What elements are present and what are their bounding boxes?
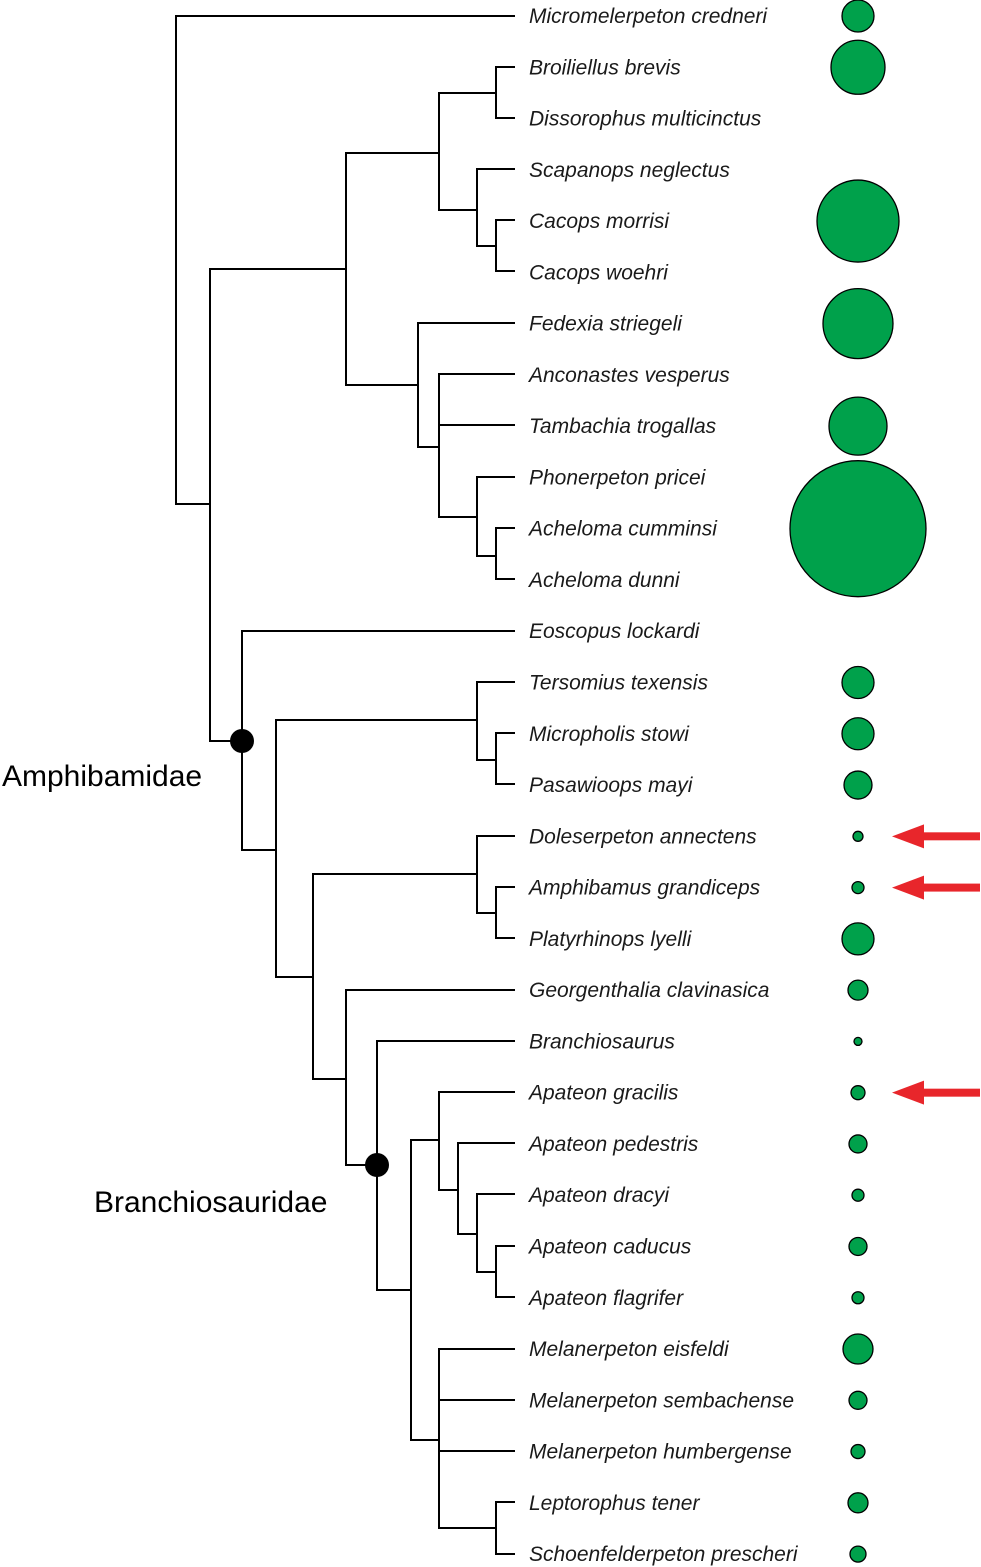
size-circle [847, 1492, 869, 1514]
size-circle [852, 830, 864, 842]
size-circle [847, 979, 869, 1001]
taxon-label: Anconastes vesperus [527, 364, 730, 387]
size-circle [841, 717, 875, 751]
taxon-label: Apateon gracilis [527, 1082, 679, 1105]
size-circle [850, 1443, 866, 1460]
taxon-label: Melanerpeton sembachense [529, 1389, 794, 1412]
taxon-label: Micromelerpeton credneri [529, 5, 768, 28]
size-circle [830, 39, 886, 95]
taxon-label: Cacops woehri [529, 261, 669, 284]
size-circle [822, 287, 894, 360]
size-circle [848, 1390, 868, 1410]
taxon-label: Tambachia trogallas [529, 415, 717, 438]
size-circle [848, 1236, 868, 1257]
size-circle [849, 1545, 867, 1563]
size-circle [841, 0, 875, 33]
clade-label-branchiosauridae: Branchiosauridae [94, 1186, 327, 1219]
taxon-label: Eoscopus lockardi [529, 620, 701, 643]
taxon-label: Doleserpeton annectens [529, 825, 757, 848]
taxon-label: Dissorophus multicinctus [529, 108, 762, 131]
taxon-label: Apateon caducus [527, 1235, 692, 1258]
size-circle [816, 179, 900, 263]
taxon-label: Acheloma dunni [527, 569, 681, 592]
tree-branches [175, 15, 515, 1555]
size-circle [828, 396, 888, 456]
size-circle [843, 770, 873, 800]
taxon-label: Broiliellus brevis [529, 56, 681, 79]
taxon-label: Georgenthalia clavinasica [529, 979, 769, 1002]
size-circle [851, 880, 865, 895]
taxon-label: Apateon flagrifer [527, 1287, 684, 1310]
size-circle [853, 1036, 863, 1047]
taxon-label: Tersomius texensis [529, 672, 708, 695]
size-circles [789, 0, 927, 1563]
taxon-label: Acheloma cumminsi [527, 518, 718, 541]
taxon-label: Melanerpeton eisfeldi [529, 1338, 730, 1361]
taxon-label: Melanerpeton humbergense [529, 1441, 792, 1464]
size-circle [850, 1085, 866, 1101]
highlight-arrows [892, 824, 980, 1105]
size-circle [842, 1333, 874, 1365]
taxon-label: Pasawioops mayi [529, 774, 694, 797]
taxon-label: Cacops morrisi [529, 210, 670, 233]
size-circle [851, 1188, 865, 1202]
taxon-label: Branchiosaurus [529, 1030, 675, 1053]
taxon-label: Leptorophus tener [529, 1492, 700, 1515]
size-circle [841, 665, 875, 700]
red-arrow-icon [892, 875, 980, 900]
size-circle [848, 1134, 868, 1154]
branchiosauridae-node-dot [365, 1153, 389, 1177]
taxon-label: Amphibamus grandiceps [527, 877, 761, 900]
size-circle [851, 1291, 865, 1305]
clade-nodes [230, 729, 389, 1177]
taxon-label: Micropholis stowi [529, 723, 690, 746]
taxon-label: Platyrhinops lyelli [529, 928, 693, 951]
red-arrow-icon [892, 1080, 980, 1105]
taxon-label: Fedexia striegeli [529, 313, 683, 336]
taxon-label: Apateon pedestris [527, 1133, 699, 1156]
taxon-label: Phonerpeton pricei [529, 466, 707, 489]
clade-label-amphibamidae: Amphibamidae [2, 760, 202, 793]
taxon-label: Schoenfelderpeton prescheri [529, 1543, 799, 1566]
amphibamidae-node-dot [230, 729, 254, 753]
size-circle [789, 460, 927, 598]
taxon-label: Scapanops neglectus [529, 159, 730, 182]
taxon-label: Apateon dracyi [527, 1184, 670, 1207]
red-arrow-icon [892, 824, 980, 849]
size-circle [841, 922, 875, 956]
